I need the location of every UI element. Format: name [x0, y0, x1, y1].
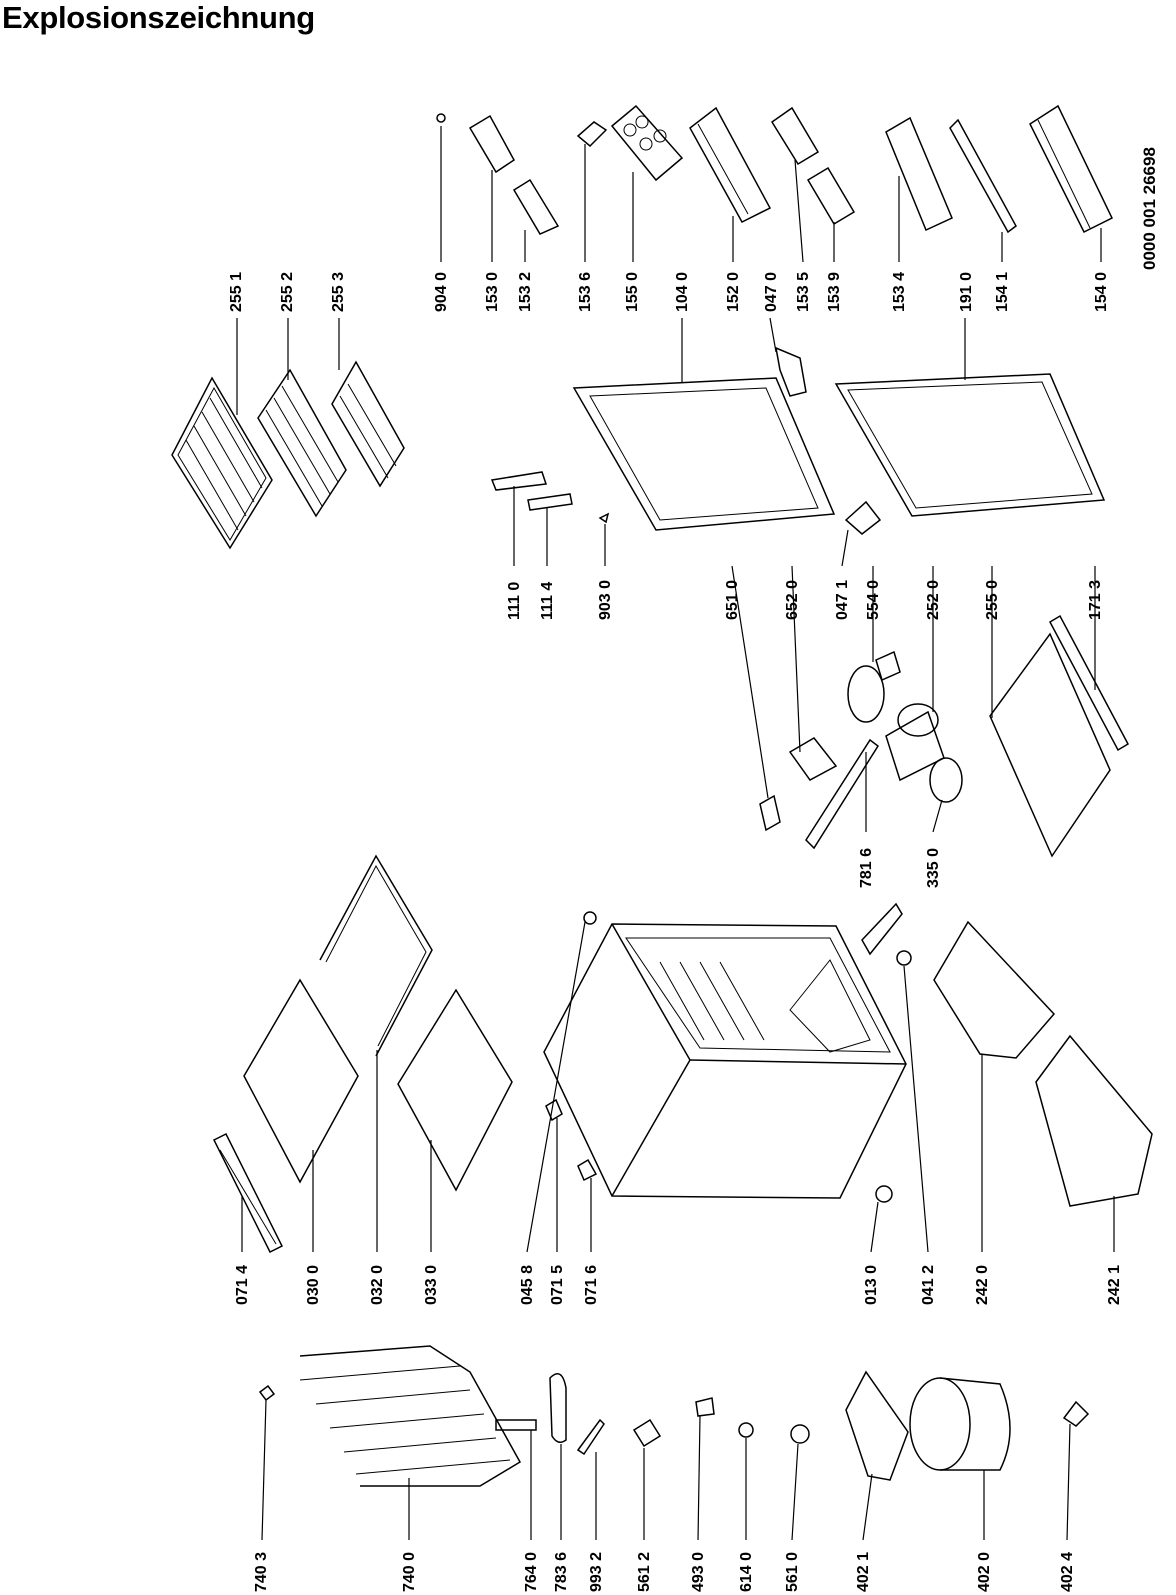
page-title: Explosionszeichnung: [2, 0, 315, 35]
part-993-2: [576, 1418, 605, 1540]
thermostat-652-0: [788, 565, 838, 781]
egg-tray-155-0: [610, 104, 684, 262]
relay-561-2: [632, 1418, 662, 1540]
door-tray-154-0: [1029, 104, 1113, 262]
lamp-socket-651-0: [731, 565, 781, 832]
compressor-402-0: [909, 1377, 1011, 1540]
shelf-255-3: [331, 318, 405, 488]
condenser-740-0: [299, 1345, 522, 1540]
door-tray-152-0: [689, 106, 772, 262]
base-plate-402-1: [845, 1370, 909, 1541]
shelf-255-1: [171, 318, 273, 550]
egg-holder-153-2: [512, 178, 560, 262]
egg-holder-153-0: [468, 114, 515, 262]
screw-904-0: [436, 113, 446, 262]
bottle-rack-153-4: [885, 116, 953, 262]
dryer-764-0: [495, 1419, 537, 1540]
cap-740-3: [258, 1384, 276, 1541]
small-tray-153-5: [770, 106, 820, 263]
handle-111-0: [490, 471, 548, 566]
shelf-255-2: [257, 318, 347, 518]
small-tray-153-9: [806, 166, 856, 262]
screw-045-8: [526, 911, 597, 1253]
ring-554-0: [847, 566, 901, 723]
part-561-0: [790, 1424, 810, 1541]
glass-plate-030-0: [243, 978, 359, 1252]
hinge-047-0: [769, 317, 807, 397]
knob-335-0: [929, 757, 963, 833]
part-071-6: [577, 1158, 598, 1252]
crisper-242-0: [933, 920, 1056, 1252]
clip-153-6: [576, 121, 608, 262]
crisper-242-1: [1035, 1034, 1153, 1252]
part-614-0: [738, 1422, 754, 1540]
bar-154-1: [949, 118, 1017, 262]
knob-housing-252-0: [885, 566, 945, 782]
foot-013-0: [870, 1185, 893, 1253]
light-rail-781-6: [805, 738, 880, 850]
glass-plate-033-0: [397, 988, 513, 1252]
tube-783-6: [549, 1373, 567, 1540]
glass-shelf-255-0: [989, 566, 1111, 858]
part-402-4: [1062, 1400, 1090, 1541]
part-071-5: [545, 1098, 563, 1252]
part-493-0: [695, 1397, 715, 1541]
cover-111-4: [527, 493, 573, 566]
grille-071-4: [212, 1132, 284, 1254]
cabinet-body: [543, 923, 907, 1199]
frame-032-0: [319, 854, 433, 1252]
screw-903-0: [598, 512, 610, 566]
gasket-191-0: [834, 318, 1106, 517]
hinge-bracket-041-2: [861, 902, 929, 1253]
hinge-047-1: [841, 500, 882, 567]
strip-171-3: [1049, 566, 1129, 752]
door-104-0: [572, 318, 836, 531]
